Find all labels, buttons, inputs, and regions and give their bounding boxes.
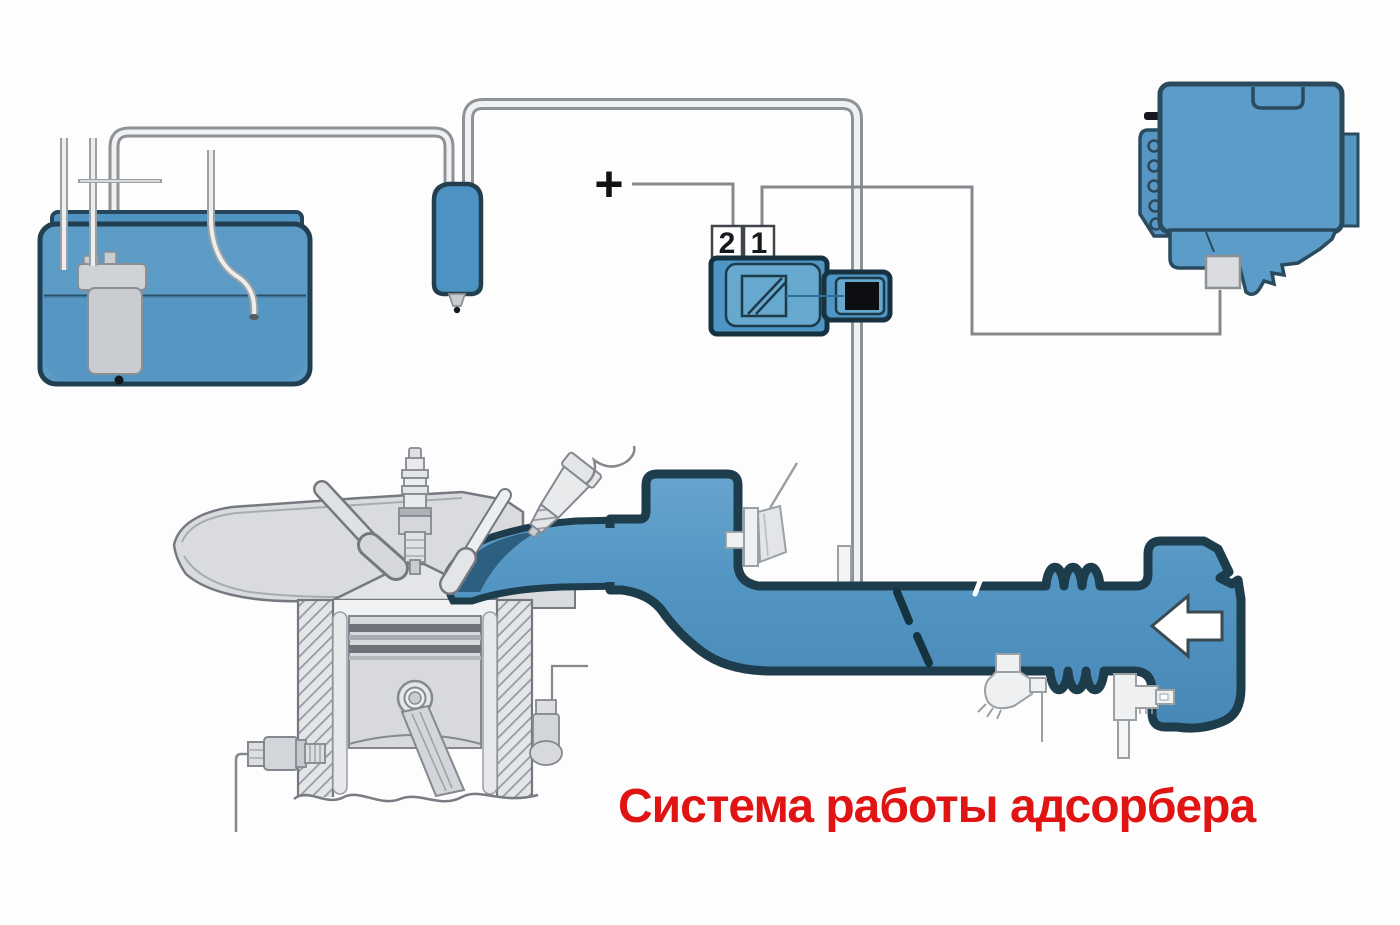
power-plus-symbol: + bbox=[594, 156, 623, 212]
wiring-harness bbox=[632, 182, 1222, 336]
engine-cylinder bbox=[172, 447, 588, 832]
spark-plug-rib bbox=[403, 477, 427, 487]
map-sensor-body bbox=[756, 504, 788, 564]
tank-internal-tube-core bbox=[209, 150, 257, 315]
terminal-1-label: 1 bbox=[751, 227, 768, 260]
cylinder-wall-left bbox=[296, 598, 335, 800]
wire-plus-to-terminal-2 bbox=[632, 182, 735, 228]
tank-drain-dot bbox=[114, 375, 124, 385]
injector-wire bbox=[585, 445, 636, 485]
oil-sensor-bulge bbox=[529, 740, 563, 766]
knock-sensor bbox=[234, 736, 326, 832]
fuel-vapor-line bbox=[108, 98, 863, 593]
spark-plug-rib bbox=[401, 469, 429, 479]
intake-duct bbox=[605, 469, 1246, 733]
fitting-1-elbow bbox=[984, 671, 1033, 710]
piston-ring-4 bbox=[349, 656, 481, 660]
canister-nub bbox=[447, 293, 467, 307]
piston-ring-3 bbox=[349, 645, 481, 653]
spark-plug-electrode bbox=[409, 559, 421, 575]
pump-body bbox=[87, 287, 143, 375]
duct-joint-tick bbox=[972, 573, 985, 597]
diagram-title: Система работы адсорбера bbox=[618, 780, 1257, 833]
exhaust-manifold-contour-top bbox=[181, 497, 463, 543]
intake-port-shadow bbox=[454, 531, 538, 592]
purge-valve-nozzle bbox=[845, 282, 879, 310]
adsorber-canister bbox=[431, 181, 484, 314]
canister-vent-dot bbox=[453, 306, 461, 314]
connecting-rod-lines bbox=[411, 711, 453, 792]
cylinder-wall-right bbox=[495, 598, 534, 800]
purge-pipe-core bbox=[465, 101, 860, 592]
fitting-1-nub bbox=[1029, 677, 1047, 693]
pump-nub-right bbox=[103, 251, 117, 265]
ecu bbox=[1138, 81, 1360, 296]
fitting-2-ribs bbox=[1139, 708, 1153, 714]
connecting-rod bbox=[400, 704, 466, 798]
intake-valve bbox=[439, 488, 512, 595]
vapor-pipe-tank-to-canister-core bbox=[111, 129, 452, 230]
fuel-lower-shade bbox=[44, 296, 306, 380]
intake-manifold bbox=[600, 469, 1246, 733]
knock-sensor-threads bbox=[309, 745, 321, 762]
map-sensor-flange bbox=[743, 507, 759, 567]
canister-body bbox=[431, 181, 484, 297]
injector-nozzle bbox=[529, 502, 560, 535]
knock-sensor-wire bbox=[234, 752, 252, 832]
spark-plug-rib bbox=[401, 485, 429, 495]
tank-internal-tube-end bbox=[249, 314, 259, 320]
knock-sensor-body bbox=[263, 736, 299, 771]
duct-port-seam bbox=[600, 528, 634, 582]
terminal-box-2 bbox=[710, 224, 744, 262]
cylinder-liner-right bbox=[482, 611, 498, 795]
spark-plug-shank bbox=[404, 531, 426, 563]
fitting-1-ribs bbox=[977, 703, 1002, 720]
intake-valve-head bbox=[441, 549, 475, 593]
exhaust-valve-head bbox=[360, 535, 406, 578]
fuel-injector bbox=[526, 445, 636, 539]
wrist-pin-inner bbox=[408, 691, 422, 705]
piston bbox=[348, 615, 482, 798]
fitting-2-tube bbox=[1117, 719, 1130, 759]
piston-ring-1 bbox=[349, 624, 481, 632]
fitting-2-slot bbox=[1159, 693, 1169, 701]
map-sensor-line bbox=[763, 513, 769, 557]
spark-plug-threads bbox=[406, 539, 424, 557]
manifold-pressure-sensor bbox=[725, 462, 799, 567]
wire-terminal-1-to-ecu bbox=[760, 185, 1222, 336]
fuel-tank bbox=[37, 138, 313, 387]
terminal-2-label: 2 bbox=[719, 227, 736, 260]
ecu-seam bbox=[1205, 231, 1215, 253]
valve-plunger-symbol bbox=[747, 277, 787, 315]
piston-ring-2 bbox=[349, 635, 481, 640]
purge-valve: 2 1 bbox=[708, 224, 893, 337]
oil-sensor bbox=[529, 664, 588, 766]
map-sensor-needle bbox=[768, 462, 799, 509]
throttle-valve-lower bbox=[913, 632, 933, 667]
engine-break-mask bbox=[290, 797, 542, 825]
spark-plug bbox=[398, 447, 432, 575]
ecu-bottom-connector bbox=[1204, 254, 1242, 290]
oil-sensor-nut bbox=[535, 699, 557, 715]
ecu-top-notch bbox=[1251, 87, 1305, 110]
pump-cap bbox=[77, 263, 147, 291]
fuel-tank-tubes bbox=[60, 138, 259, 320]
ecu-body bbox=[1157, 81, 1345, 235]
oil-sensor-wire bbox=[550, 664, 588, 702]
exhaust-valve bbox=[313, 480, 409, 581]
cylinder-liner-left bbox=[332, 611, 348, 795]
injector-tip bbox=[526, 524, 541, 539]
airflow-arrow bbox=[1149, 592, 1224, 660]
intake-valve-stem bbox=[463, 490, 510, 560]
exhaust-manifold-contour-bottom bbox=[183, 555, 341, 598]
ecu-base-plate bbox=[1168, 228, 1339, 296]
fuel-pump-module bbox=[77, 251, 147, 375]
engine-break-edge bbox=[293, 792, 539, 803]
vacuum-fittings bbox=[977, 653, 1175, 759]
throttle-valve bbox=[893, 588, 913, 625]
fitting-1-base bbox=[995, 653, 1021, 673]
